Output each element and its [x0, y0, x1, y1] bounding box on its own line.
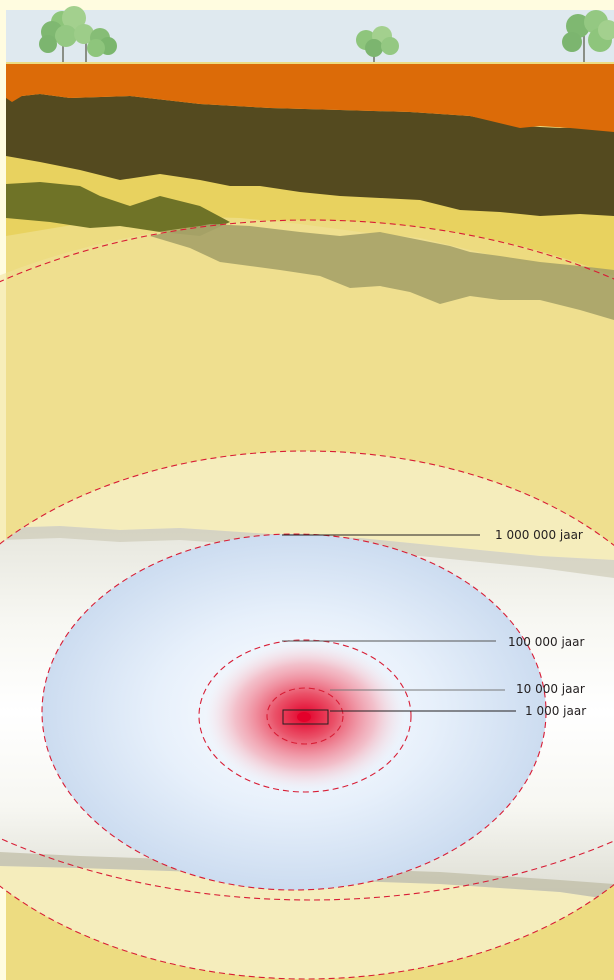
tree-icon-middle: [356, 26, 399, 62]
dashed-rings: [0, 219, 614, 980]
ring-1-dashed: [0, 450, 614, 980]
tree-icon-left: [39, 6, 117, 62]
label-1000-jaar: 1 000 jaar: [525, 704, 586, 718]
canister-hotspot: [297, 712, 311, 722]
ring-2-dashed: [41, 533, 547, 891]
dark-soil-layer: [6, 90, 614, 216]
label-100000-jaar: 100 000 jaar: [508, 635, 584, 649]
tree-icon-right: [562, 10, 614, 62]
clay-band-top-edge: [0, 526, 614, 578]
ring-4-dashed: [266, 687, 344, 745]
olive-band-translucent: [150, 224, 614, 320]
topsoil-layer: [6, 64, 614, 132]
ring-3-dashed: [198, 639, 412, 793]
label-10000-jaar: 10 000 jaar: [516, 682, 585, 696]
label-1000000-jaar: 1 000 000 jaar: [495, 528, 583, 542]
waste-canister: [282, 709, 329, 725]
olive-band: [6, 182, 230, 236]
